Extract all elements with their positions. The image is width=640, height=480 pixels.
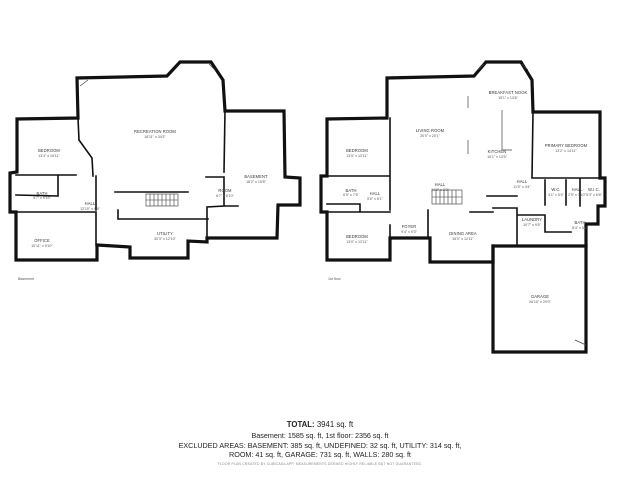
room-dim-garage: 26'10" x 29'0" [529, 300, 551, 304]
room-name-bedroom-2: BEDROOM [346, 234, 368, 239]
basement-outer-wall [8, 60, 302, 262]
room-name-primary: PRIMARY BEDROOM [545, 143, 588, 148]
room-name-foyer: FOYER [402, 224, 417, 229]
room-name-recreation: RECREATION ROOM [134, 129, 176, 134]
kitchen-counter [467, 96, 512, 154]
room-name-wic: W.I.C. [588, 187, 600, 192]
room-dim-bath: 5'7" x 9'10" [33, 196, 51, 200]
room-dim-primary: 13'2" x 14'11" [555, 149, 577, 153]
basement-stairs [145, 193, 179, 207]
room-dim-bath-1: 6'5" x 7'6" [343, 193, 359, 197]
first-floor-interior-walls [326, 111, 601, 247]
room-name-bath: BATH [36, 191, 47, 196]
room-dim-bedroom-2: 13'0" x 13'11" [346, 240, 368, 244]
floor-label-basement: Basement [18, 277, 34, 281]
room-dim-bedroom: 13'4" x 15'11" [38, 154, 60, 158]
room-dim-wic: 5'3" x 6'8" [586, 193, 602, 197]
room-name-living: LIVING ROOM [416, 128, 445, 133]
room-dim-room: 6'7" x 6'10" [216, 194, 234, 198]
room-name-bath-2: BATH [574, 220, 585, 225]
room-dim-bedroom-1: 13'0" x 13'11" [346, 154, 368, 158]
room-name-dining: DINING AREA [449, 231, 477, 236]
room-name-office: OFFICE [34, 238, 50, 243]
room-name-bath-1: BATH [345, 188, 356, 193]
room-name-hall-1d: HALL [572, 187, 583, 192]
room-dim-recreation: 18'11" x 34'3" [144, 135, 166, 139]
room-dim-wc: 4'1" x 5'4" [548, 193, 564, 197]
room-dim-bath-2: 8'4" x 5'0" [572, 226, 588, 230]
first-floor-corner-detail [477, 63, 529, 71]
room-name-basement: BASEMENT [244, 174, 268, 179]
room-name-wc: W.C. [551, 187, 560, 192]
room-name-hall: HALL [85, 201, 96, 206]
room-dim-breakfast: 15'1" x 13'6" [498, 96, 518, 100]
room-dim-hall-1d: 2'9" x 7'10" [568, 193, 586, 197]
garage-door [574, 339, 587, 346]
room-name-garage: GARAGE [531, 294, 549, 299]
room-dim-hall-1b: 24'8" x 3'2" [431, 188, 449, 192]
room-name-bedroom-1: BEDROOM [346, 148, 368, 153]
room-name-laundry: LAUNDRY [522, 217, 542, 222]
basement-plan: BEDROOM 13'4" x 15'11" RECREATION ROOM 1… [8, 60, 302, 281]
room-dim-laundry: 10'7" x 9'6" [523, 223, 541, 227]
first-floor-stairs [431, 189, 463, 205]
room-name-utility: UTILITY [157, 231, 173, 236]
room-dim-utility: 30'3" x 12'10" [154, 237, 176, 241]
first-floor-outer-wall [319, 60, 607, 264]
room-dim-basement: 18'2" x 15'8" [246, 180, 266, 184]
room-dim-hall-1a: 5'6" x 6'1" [367, 197, 383, 201]
room-dim-dining: 16'0" x 12'11" [452, 237, 474, 241]
room-dim-foyer: 9'4" x 9'3" [401, 230, 417, 234]
room-name-breakfast: BREAKFAST NOOK [489, 90, 528, 95]
excluded-areas-line1: EXCLUDED AREAS: BASEMENT: 385 sq. ft, UN… [178, 440, 462, 450]
room-dim-kitchen: 15'1" x 13'5" [487, 155, 507, 159]
total-value: 3941 sq. ft [316, 420, 354, 429]
room-name-hall-1c: HALL [517, 179, 528, 184]
basement-interior-walls [15, 110, 239, 246]
room-name-kitchen: KITCHEN [488, 149, 507, 154]
garage-wall [491, 244, 588, 354]
total-label: TOTAL: [286, 420, 315, 429]
basement-corner-detail [79, 63, 216, 87]
total-area: TOTAL: 3941 sq. ft [0, 420, 640, 429]
room-dim-hall: 12'10" x 4'9" [80, 207, 100, 211]
room-dim-office: 10'11" x 9'10" [31, 244, 53, 248]
room-dim-hall-1c: 11'5" x 4'4" [513, 185, 531, 189]
room-name-bedroom: BEDROOM [38, 148, 60, 153]
room-name-room: ROOM [218, 188, 232, 193]
floor-label-first: 1st floor [328, 277, 342, 281]
disclaimer: FLOOR PLAN CREATED BY CUBICASA APP. MEAS… [217, 462, 423, 466]
excluded-areas-line2: ROOM: 41 sq. ft, GARAGE: 731 sq. ft, WAL… [229, 450, 411, 459]
first-floor-plan: BREAKFAST NOOK 15'1" x 13'6" LIVING ROOM… [319, 60, 607, 354]
room-name-hall-1b: HALL [435, 182, 446, 187]
room-dim-living: 20'0" x 20'1" [420, 134, 440, 138]
room-name-hall-1a: HALL [370, 191, 381, 196]
area-breakdown: Basement: 1585 sq. ft, 1st floor: 2356 s… [251, 431, 389, 440]
